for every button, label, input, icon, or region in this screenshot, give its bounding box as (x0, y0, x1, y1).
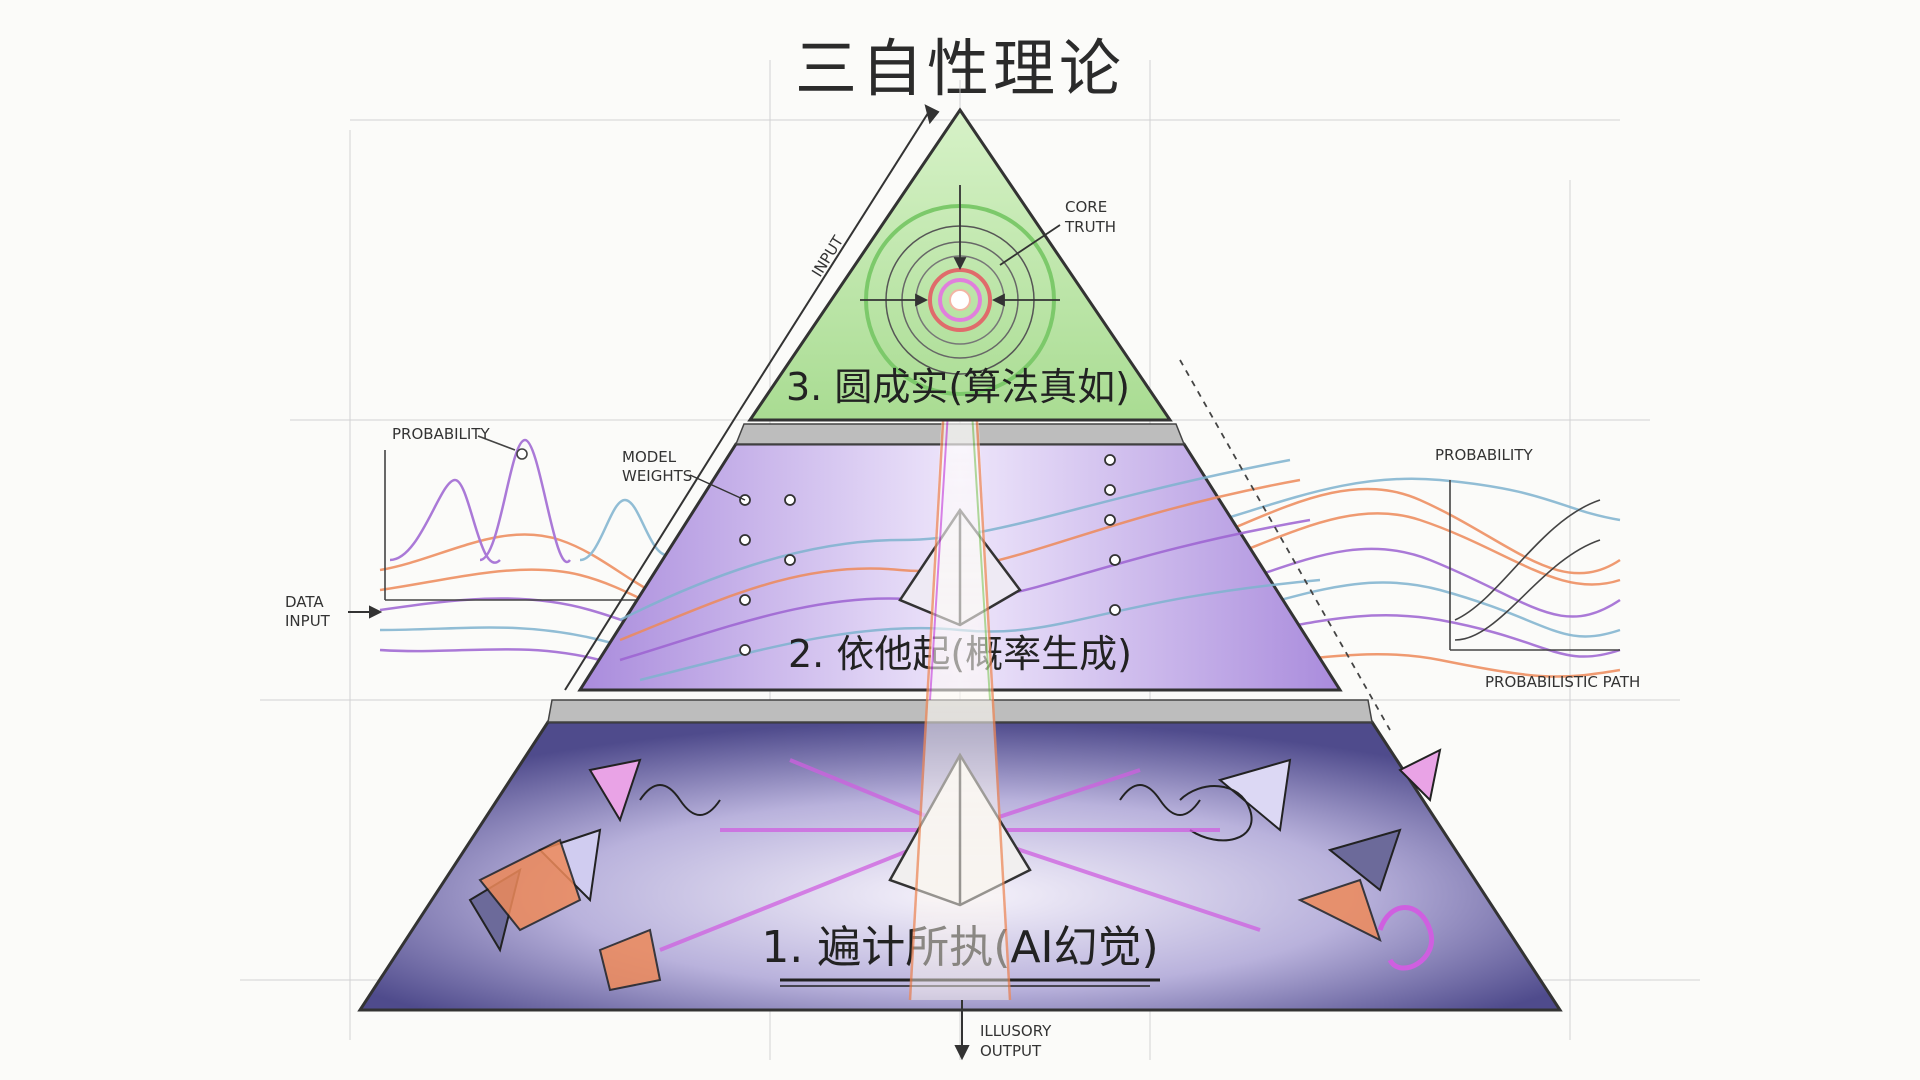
core-truth-label-1: CORE (1065, 198, 1107, 216)
probability-right-label: PROBABILITY (1435, 446, 1533, 464)
tier-top: 3. 圆成实(算法真如) (747, 107, 1173, 422)
input-arrow (564, 104, 940, 691)
right-probability-axes (1449, 480, 1620, 651)
page-title: 三自性理论 (794, 32, 1125, 105)
illusory-output-label-2: OUTPUT (980, 1042, 1042, 1060)
illusion-fragments (468, 748, 1442, 992)
illusory-output-label-1: ILLUSORY (980, 1022, 1052, 1040)
model-weights-label-1: MODEL (622, 448, 677, 466)
probabilistic-path-label: PROBABILISTIC PATH (1485, 673, 1640, 691)
data-input-label-2: INPUT (285, 612, 331, 630)
probability-left-label: PROBABILITY (392, 425, 490, 443)
input-label: INPUT (808, 232, 847, 280)
tier-top-label: 3. 圆成实(算法真如) (786, 365, 1130, 409)
convergence-arrows (860, 185, 1061, 307)
illusory-output-arrow (954, 1000, 970, 1061)
data-input-arrow (348, 605, 383, 619)
core-truth-label-2: TRUTH (1064, 218, 1116, 236)
data-input-label-1: DATA (285, 593, 324, 611)
model-weights-label-2: WEIGHTS (622, 467, 692, 485)
model-weight-nodes (739, 454, 1121, 656)
